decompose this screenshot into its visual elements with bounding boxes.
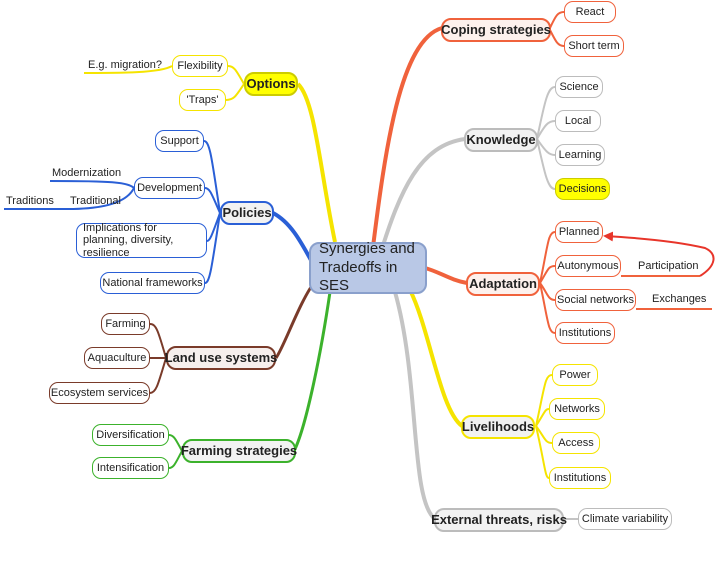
connector-development xyxy=(204,187,221,214)
node-power[interactable]: Power xyxy=(552,364,598,386)
connector-farming-lu xyxy=(149,323,167,359)
node-climate-variability[interactable]: Climate variability xyxy=(578,508,672,530)
connector-migration xyxy=(83,65,173,74)
connector-social-networks xyxy=(539,282,556,301)
node-ecosystem-services[interactable]: Ecosystem services xyxy=(49,382,150,404)
label-exchanges: Exchanges xyxy=(652,293,707,305)
connector-adaptation xyxy=(424,266,468,285)
node-flexibility[interactable]: Flexibility xyxy=(172,55,228,77)
connector-planned xyxy=(539,231,556,284)
connector-farming xyxy=(292,291,332,452)
node-implications[interactable]: Implications for planning, diversity, re… xyxy=(76,222,207,259)
connector-intensification xyxy=(168,450,183,469)
node-intensification[interactable]: Intensification xyxy=(92,457,169,479)
label-modernization: Modernization xyxy=(52,167,122,179)
connector-autonymous xyxy=(539,265,556,284)
connector-support xyxy=(203,140,221,214)
connector-networks xyxy=(535,408,550,427)
node-planned[interactable]: Planned xyxy=(555,221,603,243)
connector-diversification xyxy=(168,434,183,452)
connector-traditional xyxy=(67,187,135,210)
label-traditional: Traditional xyxy=(70,195,121,207)
node-farming-strategies[interactable]: Farming strategies xyxy=(181,439,297,463)
node-livelihoods[interactable]: Livelihoods xyxy=(461,415,535,439)
connector-flexibility xyxy=(227,65,245,85)
node-institutions-livelihoods[interactable]: Institutions xyxy=(549,467,611,489)
connector-landuse xyxy=(274,279,318,359)
connector-local xyxy=(536,120,556,140)
central-node[interactable]: Synergies and Tradeoffs in SES xyxy=(309,240,427,294)
connector-react xyxy=(549,11,565,29)
connector-policies xyxy=(272,211,314,263)
connector-coping xyxy=(370,26,443,256)
node-diversification[interactable]: Diversification xyxy=(92,424,169,446)
connector-traps xyxy=(225,83,245,101)
node-development[interactable]: Development xyxy=(134,177,205,199)
connector-access xyxy=(535,425,553,444)
node-knowledge[interactable]: Knowledge xyxy=(464,128,538,152)
node-farming[interactable]: Farming xyxy=(101,313,150,335)
node-short-term[interactable]: Short term xyxy=(564,35,624,57)
connector-decisions xyxy=(536,138,556,190)
connector-learning xyxy=(536,138,556,156)
connector-knowledge xyxy=(378,137,466,256)
node-national-frameworks[interactable]: National frameworks xyxy=(100,272,205,294)
node-react[interactable]: React xyxy=(564,1,616,23)
connector-national xyxy=(204,212,221,284)
node-coping-strategies[interactable]: Coping strategies xyxy=(441,18,551,42)
node-institutions-adaptation[interactable]: Institutions xyxy=(555,322,615,344)
label-participation: Participation xyxy=(638,260,699,272)
label-migration: E.g. migration? xyxy=(88,59,162,71)
connector-implications xyxy=(206,212,221,242)
node-local[interactable]: Local xyxy=(555,110,601,132)
node-traps[interactable]: 'Traps' xyxy=(179,89,226,111)
connector-options xyxy=(296,82,337,243)
connector-institutions-l xyxy=(535,425,550,479)
label-traditions: Traditions xyxy=(6,195,54,207)
node-networks[interactable]: Networks xyxy=(549,398,605,420)
node-learning[interactable]: Learning xyxy=(555,144,605,166)
connector-power xyxy=(535,374,553,427)
connector-modernization xyxy=(49,180,135,189)
node-adaptation[interactable]: Adaptation xyxy=(466,272,540,296)
node-external-threats[interactable]: External threats, risks xyxy=(431,508,567,532)
node-support[interactable]: Support xyxy=(155,130,204,152)
node-science[interactable]: Science xyxy=(555,76,603,98)
node-policies[interactable]: Policies xyxy=(220,201,274,225)
connector-science xyxy=(536,86,556,140)
node-access[interactable]: Access xyxy=(552,432,600,454)
node-decisions[interactable]: Decisions xyxy=(555,178,610,200)
node-land-use-systems[interactable]: Land use systems xyxy=(165,346,277,370)
connector-ecosystem xyxy=(149,357,167,394)
node-autonymous[interactable]: Autonymous xyxy=(555,255,621,277)
planned-arrow xyxy=(603,231,715,277)
node-aquaculture[interactable]: Aquaculture xyxy=(84,347,150,369)
connector-threats xyxy=(393,291,437,521)
node-options[interactable]: Options xyxy=(244,72,298,96)
node-social-networks[interactable]: Social networks xyxy=(555,289,636,311)
connector-livelihoods xyxy=(408,289,464,428)
connector-short-term xyxy=(549,29,565,47)
connector-institutions-a xyxy=(539,282,556,334)
